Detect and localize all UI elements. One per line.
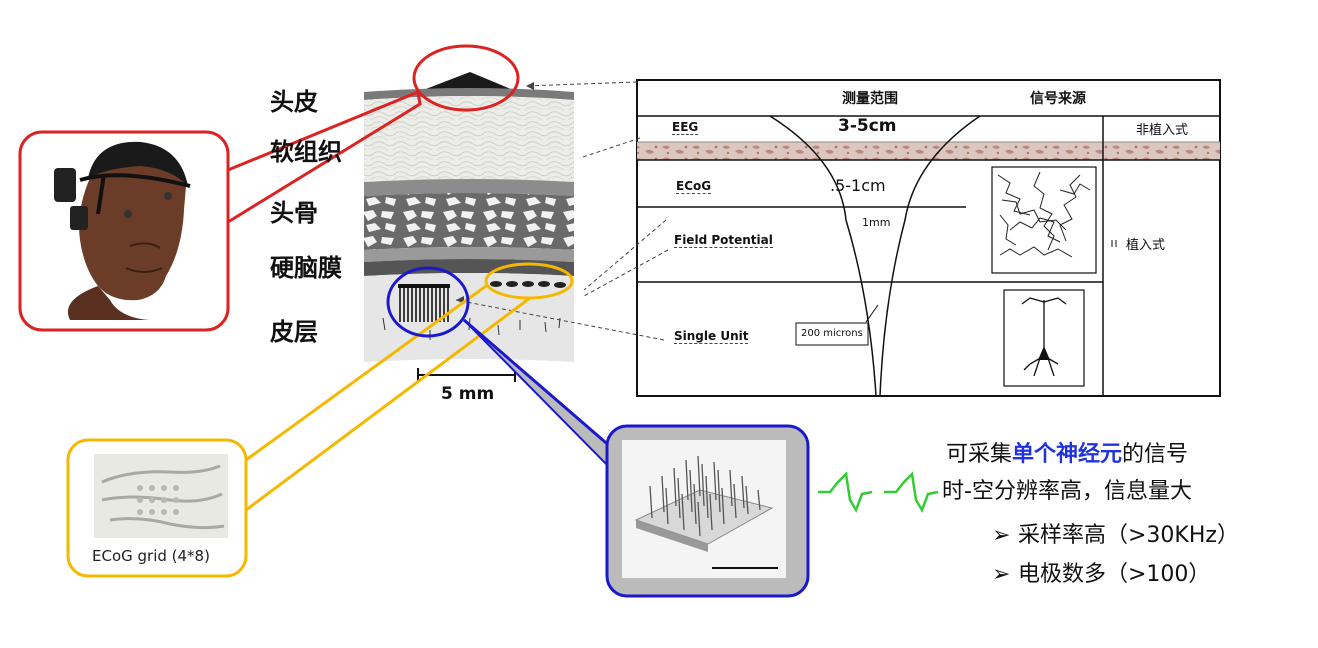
bullet-text: 采样率高（>30KHz）	[1018, 523, 1239, 548]
bullet-item: ➢ 电极数多（>100）	[992, 564, 1210, 586]
label-scalp: 头皮	[270, 88, 318, 116]
range-eeg: 3-5cm	[838, 116, 897, 136]
row-single-unit: Single Unit	[674, 329, 749, 344]
head-cross-section	[364, 72, 574, 382]
line1-prefix: 可采集	[946, 442, 1013, 467]
scale-label: 5 mm	[441, 384, 495, 404]
ecog-grid-caption: ECoG grid (4*8)	[92, 547, 210, 565]
description-line-2: 时-空分辨率高，信息量大	[942, 479, 1192, 504]
line1-highlight: 单个神经元	[1012, 442, 1123, 467]
description-line-1: 可采集单个神经元的信号	[946, 444, 1188, 466]
bullet-text: 电极数多（>100）	[1018, 562, 1211, 587]
yellow-callout	[66, 262, 574, 578]
range-fp: 1mm	[862, 216, 891, 229]
bullet-item: ➢ 采样率高（>30KHz）	[992, 525, 1239, 547]
person-head-image	[54, 141, 191, 320]
row-field-potential: Field Potential	[674, 233, 773, 248]
line1-suffix: 的信号	[1122, 442, 1189, 467]
range-su: 200 microns	[801, 328, 863, 339]
table-header-range: 测量范围	[842, 91, 898, 107]
label-soft-tissue: 软组织	[270, 138, 342, 166]
label-cortex: 皮层	[270, 318, 318, 346]
label-dura: 硬脑膜	[270, 254, 342, 282]
row-eeg: EEG	[672, 120, 699, 135]
implant-label: 植入式	[1126, 238, 1166, 253]
non-implant-label: 非植入式	[1136, 123, 1189, 138]
row-ecog: ECoG	[676, 179, 712, 194]
bullet-arrow-icon: ➢	[992, 523, 1011, 548]
blue-callout	[386, 266, 810, 598]
label-skull: 头骨	[270, 199, 318, 227]
leader-lines	[455, 81, 669, 341]
table-header-source: 信号来源	[1030, 91, 1086, 107]
spike-waveforms	[818, 471, 939, 513]
bullet-arrow-icon: ➢	[992, 562, 1011, 587]
range-ecog: .5-1cm	[830, 176, 886, 195]
